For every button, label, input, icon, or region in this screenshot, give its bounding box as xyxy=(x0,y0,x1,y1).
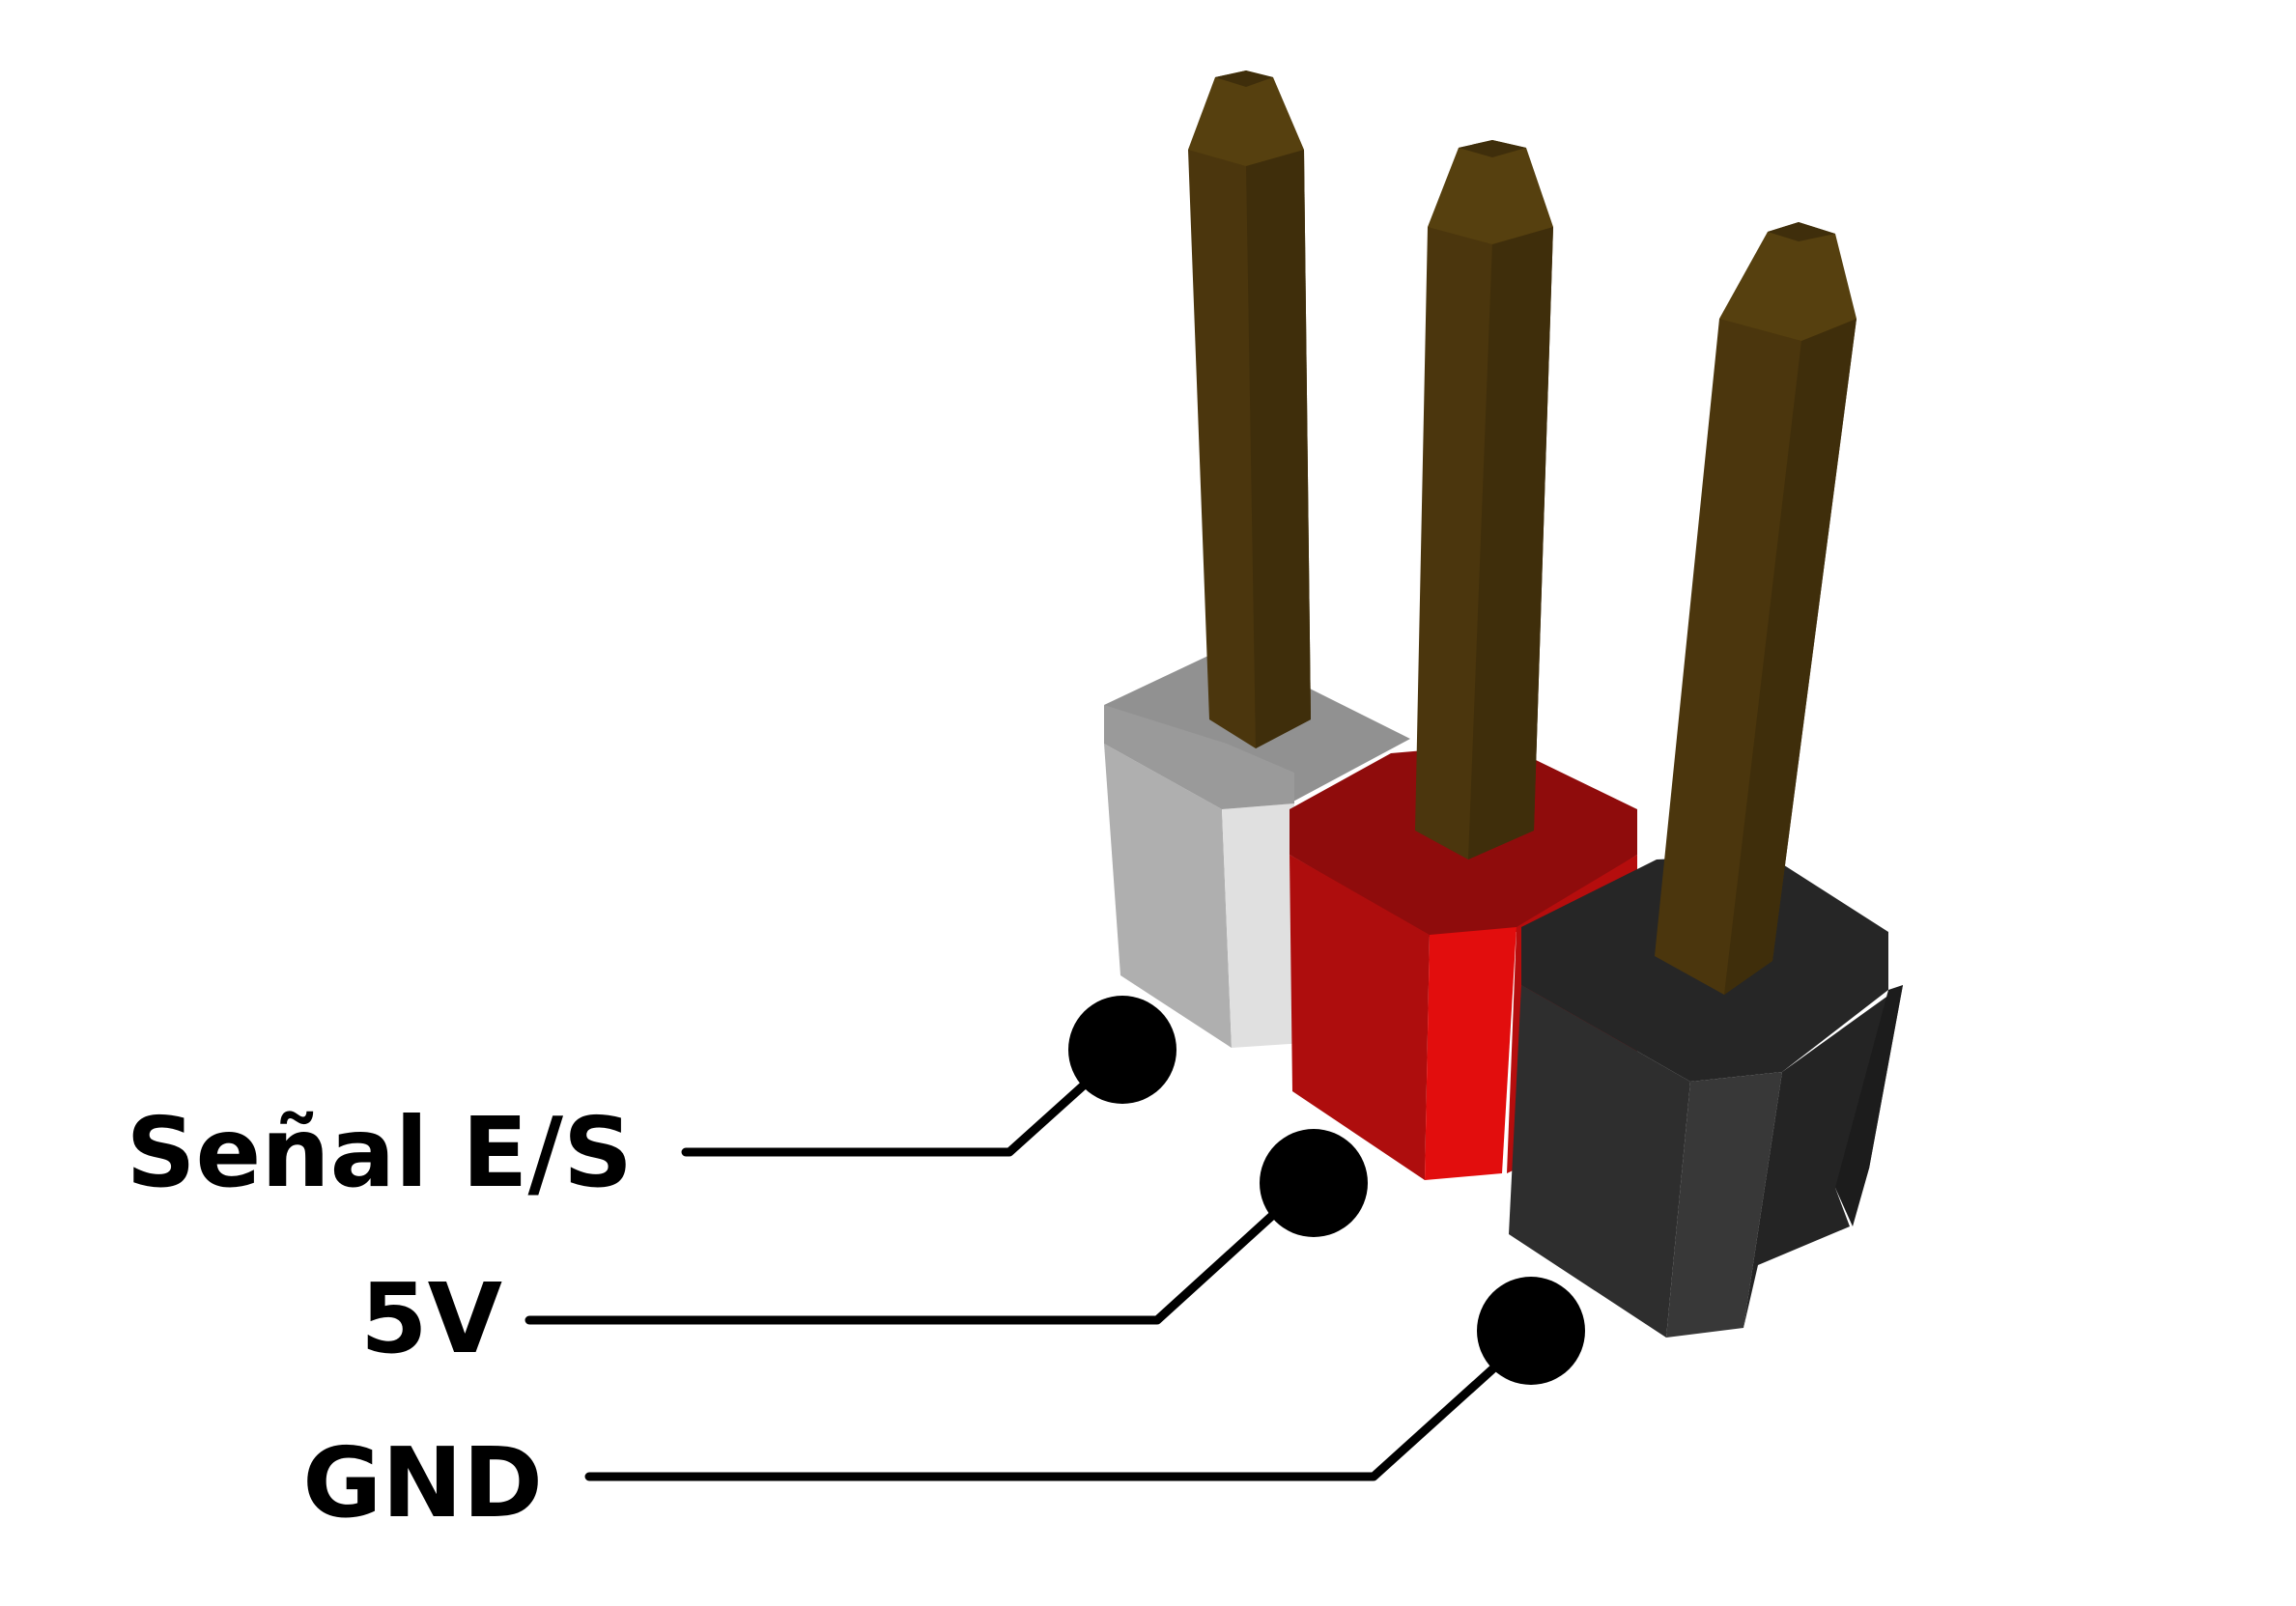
vcc-leader-line xyxy=(524,1199,1290,1325)
signal-housing xyxy=(1104,647,1410,1048)
vcc-pin xyxy=(1415,140,1553,859)
gnd-housing xyxy=(1509,855,1903,1338)
gnd-label: GND xyxy=(302,1426,543,1539)
vcc-callout xyxy=(524,1129,1368,1325)
signal-label: Señal E/S xyxy=(127,1096,633,1209)
gnd-leader-line xyxy=(584,1355,1508,1481)
vcc-label: 5V xyxy=(360,1262,502,1375)
gnd-marker-dot xyxy=(1477,1277,1585,1385)
signal-callout xyxy=(681,996,1176,1157)
signal-pin xyxy=(1188,70,1311,748)
signal-marker-dot xyxy=(1068,996,1176,1104)
gnd-callout xyxy=(584,1277,1585,1481)
vcc-marker-dot xyxy=(1260,1129,1368,1237)
gnd-pin xyxy=(1655,222,1857,995)
connector-illustration xyxy=(1104,70,1903,1338)
signal-leader-line xyxy=(681,1069,1101,1157)
